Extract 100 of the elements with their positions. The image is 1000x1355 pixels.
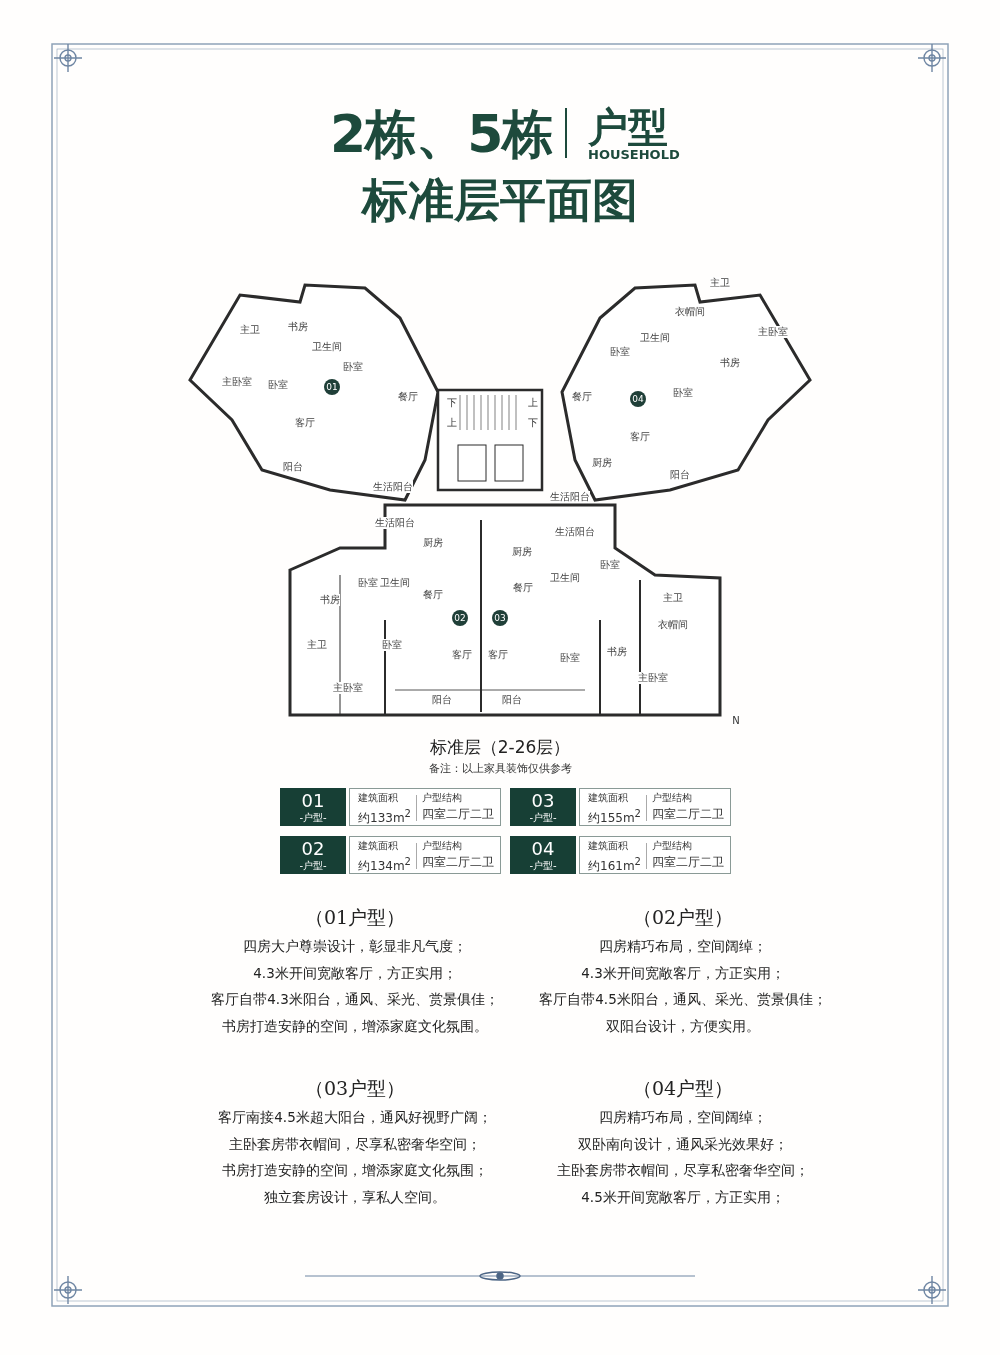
description-text: 四房大户尊崇设计，彰显非凡气度； <box>243 938 467 956</box>
room-label: 主卫 <box>240 324 260 336</box>
description-text: 双阳台设计，方便实用。 <box>606 1017 760 1036</box>
unit-number: 02 <box>300 838 326 859</box>
room-label: 主卫 <box>710 277 730 289</box>
info-value: 四室二厅二卫 <box>422 855 494 869</box>
room-label: 卧室 <box>268 379 288 391</box>
unit-info-box <box>579 836 731 874</box>
info-caption: 户型结构 <box>422 840 462 852</box>
unit-number: 04 <box>530 838 556 859</box>
room-label: 主卧室 <box>758 326 788 338</box>
unit-info-box <box>349 788 501 826</box>
room-label: 衣帽间 <box>675 306 705 318</box>
room-label: 生活阳台 <box>550 491 590 503</box>
stair-direction-label: 上 <box>528 396 538 410</box>
room-label: 餐厅 <box>513 582 533 594</box>
description-text: 客厅南接4.5米超大阳台，通风好视野广阔； <box>218 1109 492 1127</box>
north-label: N <box>732 714 740 726</box>
room-label: 厨房 <box>592 457 612 469</box>
room-label: 餐厅 <box>423 589 443 601</box>
room-label: 主卫 <box>307 639 327 651</box>
room-label: 主卧室 <box>638 672 668 684</box>
room-label: 客厅 <box>488 649 508 661</box>
room-label: 书房 <box>288 321 308 333</box>
unit-number: 01 <box>300 790 326 811</box>
room-label: 阳台 <box>670 469 690 481</box>
section-heading: （03户型） <box>304 1076 406 1101</box>
room-label: 主卧室 <box>222 376 252 388</box>
unit-caption: -户型- <box>528 812 558 824</box>
room-label: 主卧室 <box>333 682 363 694</box>
room-label: 卧室 <box>673 387 693 399</box>
description-text: 4.3米开间宽敞客厅，方正实用； <box>581 964 785 983</box>
unit-number-box <box>280 788 346 826</box>
room-label: 阳台 <box>432 694 452 706</box>
description-text: 客厅自带4.5米阳台，通风、采光、赏景俱佳； <box>539 991 827 1009</box>
room-label: 生活阳台 <box>373 481 413 493</box>
subheading-text: HOUSEHOLD <box>588 147 680 162</box>
room-label: 卧室 <box>610 346 630 358</box>
room-label: 卫生间 <box>312 341 342 353</box>
room-label: 餐厅 <box>572 391 592 403</box>
description-text: 主卧套房带衣帽间，尽享私密奢华空间； <box>229 1135 481 1154</box>
room-label: 客厅 <box>630 431 650 443</box>
room-label: 主卫 <box>663 592 683 604</box>
info-caption: 建筑面积 <box>588 840 628 852</box>
section-heading: （01户型） <box>304 905 406 930</box>
description-text: 客厅自带4.3米阳台，通风、采光、赏景俱佳； <box>211 991 499 1009</box>
room-label: 卫生间 <box>550 572 580 584</box>
info-caption: 户型结构 <box>652 792 692 804</box>
subtitle: 标准层平面图 <box>362 172 638 229</box>
info-value: 约134m$^{2}$ <box>358 855 411 873</box>
unit-number: 03 <box>530 790 556 811</box>
unit-number-box <box>280 836 346 874</box>
unit-caption: -户型- <box>298 812 328 824</box>
info-value: 四室二厅二卫 <box>652 855 724 869</box>
room-label: 厨房 <box>512 546 532 558</box>
description-text: 4.5米开间宽敞客厅，方正实用； <box>581 1188 785 1207</box>
info-value: 约161m$^{2}$ <box>588 855 641 873</box>
description-text: 双卧南向设计，通风采光效果好； <box>578 1135 788 1154</box>
room-label: 卫生间 <box>640 332 670 344</box>
note-text: 备注：以上家具装饰仅供参考 <box>428 760 572 776</box>
room-label: 卧室 <box>382 639 402 651</box>
description-text: 书房打造安静的空间，增添家庭文化氛围； <box>222 1162 488 1180</box>
info-caption: 户型结构 <box>652 840 692 852</box>
description-text: 主卧套房带衣帽间，尽享私密奢华空间； <box>557 1162 809 1180</box>
title: 2栋、5栋 <box>330 103 554 166</box>
info-value: 约133m$^{2}$ <box>358 807 411 825</box>
room-label: 厨房 <box>423 537 443 549</box>
info-caption: 建筑面积 <box>588 792 628 804</box>
info-value: 四室二厅二卫 <box>422 807 494 821</box>
description-text: 四房精巧布局，空间阔绰； <box>599 938 767 956</box>
section-heading: （02户型） <box>632 905 734 930</box>
room-label: 卧室 <box>358 577 378 589</box>
room-label: 生活阳台 <box>375 517 415 529</box>
room-label: 卧室 <box>343 361 363 373</box>
room-label: 卧室 <box>600 559 620 571</box>
unit-number-box <box>510 836 576 874</box>
unit-info-box <box>349 836 501 874</box>
unit-number-box <box>510 788 576 826</box>
unit-info-box <box>579 788 731 826</box>
room-label: 客厅 <box>452 649 472 661</box>
room-label: 客厅 <box>295 417 315 429</box>
room-label: 阳台 <box>283 461 303 473</box>
floor-caption: 标准层（2-26层） <box>429 735 571 759</box>
info-value: 约155m$^{2}$ <box>588 807 641 825</box>
info-caption: 户型结构 <box>422 792 462 804</box>
info-value: 四室二厅二卫 <box>652 807 724 821</box>
description-text: 四房精巧布局，空间阔绰； <box>599 1109 767 1127</box>
section-heading: （04户型） <box>632 1076 734 1101</box>
room-label: 书房 <box>320 594 340 606</box>
description-text: 4.3米开间宽敞客厅，方正实用； <box>253 964 457 983</box>
room-label: 书房 <box>607 646 627 658</box>
room-label: 衣帽间 <box>658 619 688 631</box>
room-label: 卧室 <box>560 652 580 664</box>
description-text: 书房打造安静的空间，增添家庭文化氛围。 <box>222 1017 488 1036</box>
room-label: 阳台 <box>502 694 522 706</box>
description-text: 独立套房设计，享私人空间。 <box>264 1188 446 1207</box>
info-caption: 建筑面积 <box>358 792 398 804</box>
room-label: 卫生间 <box>380 577 410 589</box>
room-label: 餐厅 <box>398 391 418 403</box>
room-label: 生活阳台 <box>555 526 595 538</box>
